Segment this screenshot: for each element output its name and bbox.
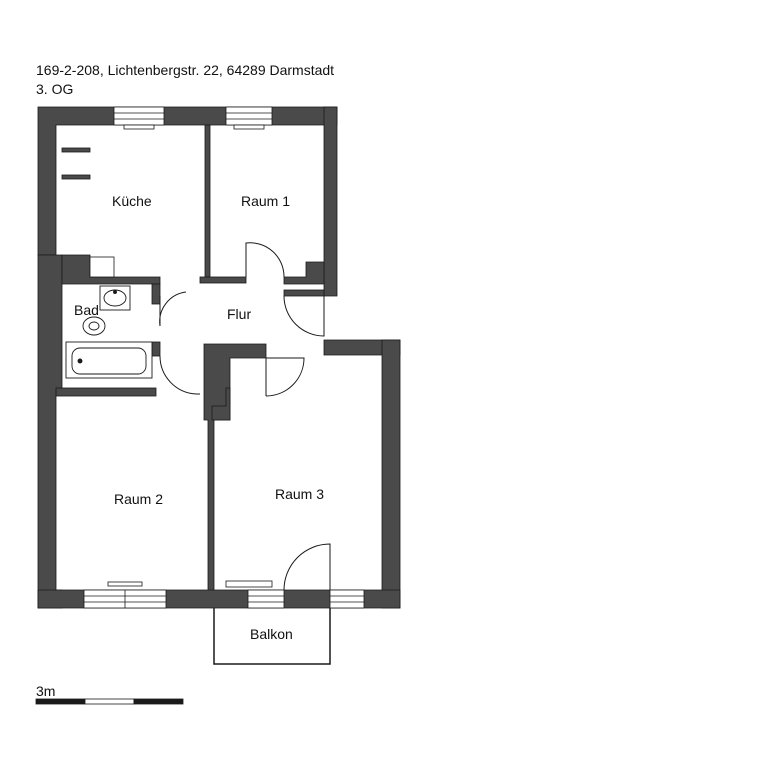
- wall-hall-top-left: [199, 276, 247, 284]
- windows: [83, 106, 365, 609]
- room-label-hall: Flur: [227, 306, 251, 322]
- kitchen-shelf: [61, 174, 91, 180]
- balcony: [213, 608, 331, 665]
- wall-bath-right-bottom: [151, 341, 161, 357]
- plan-floor: 3. OG: [36, 81, 74, 97]
- wall-step: [211, 387, 231, 421]
- scale-label: 3m: [36, 683, 55, 699]
- window-room3-left: [247, 589, 285, 609]
- door-room1: [245, 242, 285, 278]
- wall-room2-room3: [203, 343, 267, 607]
- window-room1: [225, 106, 273, 126]
- wall-top-left: [37, 106, 338, 256]
- door-room3: [265, 357, 305, 397]
- room-label-room1: Raum 1: [241, 193, 290, 209]
- wall-kitchen-room1: [204, 124, 211, 278]
- kitchen-appliance: [89, 256, 115, 278]
- wall-upper-right: [323, 106, 338, 297]
- wall-right: [381, 339, 401, 609]
- wall-hall-right-top: [283, 289, 325, 297]
- bath-fixtures: [65, 285, 153, 379]
- door-hall-right: [283, 295, 325, 337]
- wall-bath-top: [61, 254, 161, 285]
- window-room3-right: [329, 589, 365, 609]
- wall-bath-right-top: [151, 283, 161, 305]
- wall-hall-top-right: [283, 261, 325, 285]
- scale-bar: [35, 698, 184, 705]
- door-balcony: [283, 543, 331, 591]
- sink-basin: [103, 289, 127, 307]
- door-room2: [159, 355, 200, 395]
- kitchen-shelf: [61, 147, 91, 153]
- plan-address: 169-2-208, Lichtenbergstr. 22, 64289 Dar…: [36, 62, 335, 78]
- room-label-kitchen: Küche: [112, 193, 152, 209]
- door-bath: [159, 291, 187, 327]
- room-label-room2: Raum 2: [114, 491, 163, 507]
- window-kitchen: [113, 106, 165, 126]
- room-label-room3: Raum 3: [275, 486, 324, 502]
- balcony-railing: [213, 608, 331, 665]
- room-label-balcony: Balkon: [250, 626, 293, 642]
- bathtub-inner: [71, 347, 147, 375]
- room-label-bath: Bad: [74, 302, 99, 318]
- wall-bath-bottom: [55, 387, 157, 397]
- wall-left: [37, 254, 63, 609]
- doors: [159, 242, 331, 591]
- kitchen-fixtures: [61, 147, 115, 278]
